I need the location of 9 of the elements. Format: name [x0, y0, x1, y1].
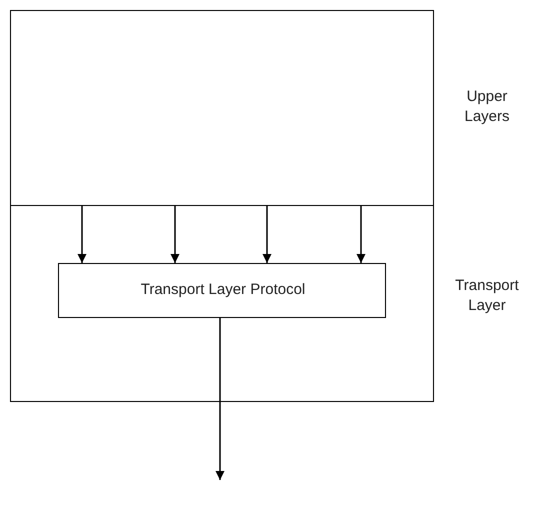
layer-label: Upper Layers — [463, 87, 511, 127]
box-label: Transport Layer Protocol — [140, 280, 306, 300]
arrow — [170, 206, 180, 263]
arrow — [78, 206, 86, 263]
arrow — [216, 318, 224, 480]
arrow — [356, 206, 366, 263]
arrow — [262, 206, 272, 263]
protocol-box — [58, 263, 386, 318]
layer-label: Transport Layer — [454, 276, 520, 316]
